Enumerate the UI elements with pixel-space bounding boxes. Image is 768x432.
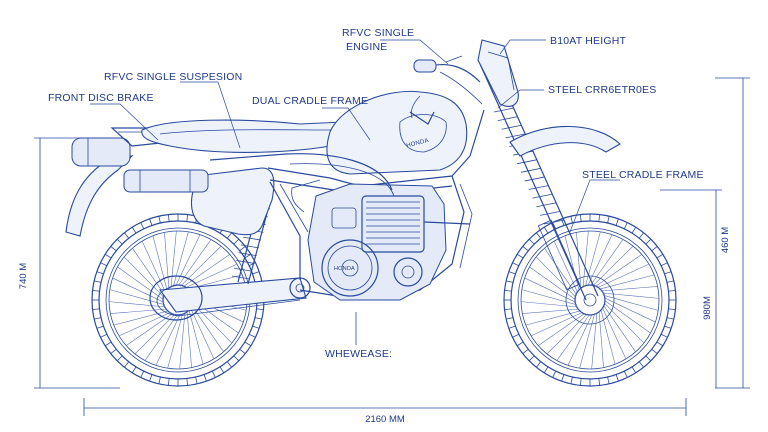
left-height-dim: 740 M [18, 263, 29, 289]
engine-label-line1: RFVC SINGLE [342, 27, 414, 39]
steel-cradle-label: STEEL CRADLE FRAME [582, 169, 704, 181]
dimension-lines [34, 77, 750, 416]
leader-lines [90, 39, 620, 233]
engine-brand-label: HONDA [334, 266, 355, 272]
front-disc-label: FRONT DISC BRAKE [48, 92, 154, 104]
seat-height-label: B10AT HEIGHT [550, 35, 627, 47]
side-panel [123, 167, 275, 236]
handlebars [413, 55, 483, 105]
suspension-label: RFVC SINGLE SUSPESION [104, 71, 242, 83]
exhaust [209, 153, 395, 197]
dimension-labels: 740 M 460 M 980M 2160 MM [18, 227, 731, 425]
wheelbase-label: WHEWEASE: [325, 348, 392, 360]
front-fender [509, 125, 621, 157]
tank-brand-label: HONDA [406, 138, 429, 149]
engine-label-line2: ENGINE [346, 41, 387, 53]
front-wheel [503, 213, 677, 387]
engine: HONDA [291, 179, 471, 301]
rear-fender [65, 127, 172, 237]
right-height-bottom-dim: 980M [702, 296, 713, 320]
dual-cradle-label: DUAL CRADLE FRAME [252, 95, 368, 107]
steel-corner-label: STEEL CRR6ETR0ES [548, 84, 656, 96]
right-height-top-dim: 460 M [720, 227, 731, 253]
seat [141, 119, 356, 153]
overall-length-dim: 2160 MM [365, 414, 405, 425]
callout-labels: RFVC SINGLE ENGINE B10AT HEIGHT RFVC SIN… [48, 27, 704, 360]
swingarm [149, 275, 311, 321]
fuel-tank: HONDA [326, 90, 468, 175]
